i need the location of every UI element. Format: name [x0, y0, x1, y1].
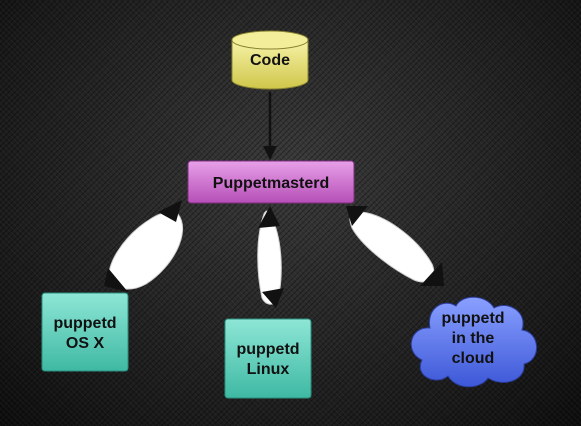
arrowhead-icon: [346, 206, 368, 226]
cloud-label-line1: puppetd: [441, 310, 504, 327]
code-to-master-arrow: [263, 92, 277, 160]
connector-master-osx: [104, 200, 184, 292]
cloud-label-line3: cloud: [452, 350, 495, 367]
arrowhead-icon: [420, 262, 444, 286]
puppetmasterd-node: Puppetmasterd: [187, 160, 355, 204]
arrowhead-icon: [258, 206, 280, 228]
cloud-label-line2: in the: [452, 330, 495, 347]
puppetd-linux-node: puppetd Linux: [224, 318, 312, 399]
code-database-node: Code: [231, 30, 309, 90]
osx-label-line2: OS X: [66, 335, 105, 352]
connector-master-cloud: [346, 206, 444, 286]
arrowhead-icon: [262, 288, 284, 308]
osx-label-line1: puppetd: [53, 315, 116, 332]
arrowhead-icon: [158, 200, 182, 222]
puppetmasterd-label: Puppetmasterd: [213, 175, 329, 192]
linux-label-line2: Linux: [247, 361, 290, 378]
code-label: Code: [250, 52, 290, 69]
connector-master-linux: [257, 206, 284, 308]
linux-label-line1: puppetd: [236, 341, 299, 358]
arrowhead-icon: [104, 268, 128, 292]
puppetd-osx-node: puppetd OS X: [41, 292, 129, 372]
puppetd-cloud-node: puppetd in the cloud: [410, 296, 537, 388]
